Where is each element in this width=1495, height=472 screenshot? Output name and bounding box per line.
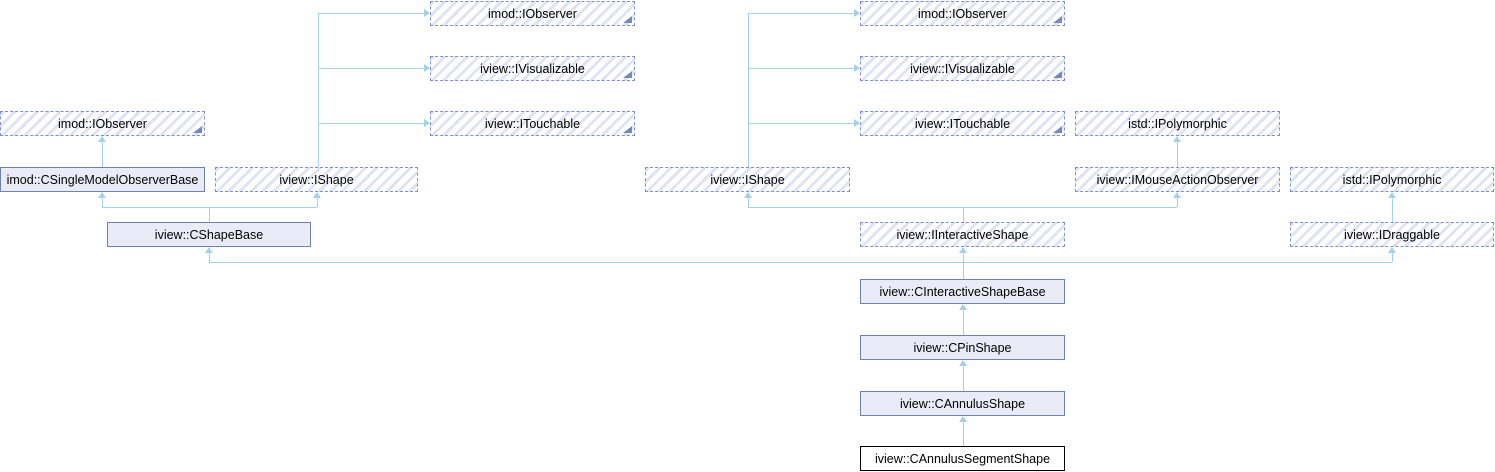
class-box-iview-ishape-a[interactable]: iview::IShape — [215, 167, 418, 192]
arrowhead-icon — [854, 119, 860, 127]
edge-cshapebase-to-csinglemodel — [102, 198, 103, 207]
class-label: iview::CPinShape — [913, 340, 1012, 355]
truncation-corner-icon — [193, 126, 202, 133]
edge-ishape-a-to-observer-a — [318, 13, 424, 14]
arrowhead-icon — [98, 136, 106, 142]
class-label: imod::IObserver — [918, 6, 1007, 21]
truncation-corner-icon — [1053, 71, 1062, 78]
arrowhead-icon — [1173, 192, 1181, 198]
edge-csinglemodel-to-observer-left — [102, 142, 103, 167]
class-box-imod-csinglemodelobserverbase[interactable]: imod::CSingleModelObserverBase — [0, 167, 205, 192]
truncation-corner-icon — [1053, 126, 1062, 133]
class-box-imod-iobserver-a[interactable]: imod::IObserver — [430, 1, 635, 26]
arrowhead-icon — [959, 304, 967, 310]
class-label: iview::IMouseActionObserver — [1096, 172, 1259, 187]
arrowhead-icon — [205, 247, 213, 253]
edge-ishape-b-to-touchable-b — [748, 123, 854, 124]
arrowhead-icon — [959, 360, 967, 366]
arrowhead-icon — [424, 119, 430, 127]
arrowhead-icon — [313, 192, 321, 198]
arrowhead-icon — [959, 416, 967, 422]
arrowhead-icon — [98, 192, 106, 198]
class-box-iview-imouseactionobserver[interactable]: iview::IMouseActionObserver — [1075, 167, 1280, 192]
class-box-iview-itouchable-b[interactable]: iview::ITouchable — [860, 111, 1065, 136]
class-label: iview::IInteractiveShape — [896, 227, 1029, 242]
edge-ishape-b-to-observer-b — [748, 13, 854, 14]
edge-cinteractiveshapebase-to-cshapebase — [209, 253, 210, 262]
edge-cinteractiveshapebase-to-idraggable — [1392, 253, 1393, 262]
class-label: iview::CAnnulusShape — [899, 396, 1026, 411]
edge-cpinshape-to-cinteractiveshapebase — [963, 310, 964, 335]
arrowhead-icon — [1388, 192, 1396, 198]
edge-cannulussegment-to-cannulusshape — [963, 422, 964, 446]
class-box-iview-ivisualizable-a[interactable]: iview::IVisualizable — [430, 56, 635, 81]
edge-cshapebase-to-ishape-a — [317, 198, 318, 207]
truncation-corner-icon — [623, 16, 632, 23]
class-box-imod-iobserver-left[interactable]: imod::IObserver — [0, 111, 205, 136]
edge-iinteractiveshape-branch — [748, 207, 1177, 208]
truncation-corner-icon — [623, 71, 632, 78]
arrowhead-icon — [854, 9, 860, 17]
class-box-istd-ipolymorphic-a[interactable]: istd::IPolymorphic — [1075, 111, 1280, 136]
edge-iinteractiveshape-to-ishape-b — [748, 198, 749, 207]
class-box-iview-idraggable[interactable]: iview::IDraggable — [1290, 222, 1494, 247]
class-label: iview::CInteractiveShapeBase — [879, 284, 1046, 299]
edge-iinteractiveshape-to-imouseaction — [1177, 198, 1178, 207]
arrowhead-icon — [424, 64, 430, 72]
class-box-iview-itouchable-a[interactable]: iview::ITouchable — [430, 111, 635, 136]
edge-ishape-a-to-visualizable-a — [318, 68, 424, 69]
truncation-corner-icon — [1053, 16, 1062, 23]
arrowhead-icon — [959, 247, 967, 253]
edge-cshapebase-branch — [102, 207, 317, 208]
class-box-iview-cannulusshape[interactable]: iview::CAnnulusShape — [860, 391, 1065, 416]
class-label: imod::IObserver — [488, 6, 577, 21]
class-label: iview::IVisualizable — [480, 61, 585, 76]
arrowhead-icon — [1173, 136, 1181, 142]
class-box-imod-iobserver-b[interactable]: imod::IObserver — [860, 1, 1065, 26]
edge-cinteractiveshapebase-to-iinteractiveshape — [963, 253, 964, 262]
class-label: iview::IShape — [279, 172, 354, 187]
class-label: istd::IPolymorphic — [1128, 116, 1227, 131]
arrowhead-icon — [854, 64, 860, 72]
class-box-iview-cshapebase[interactable]: iview::CShapeBase — [107, 222, 311, 247]
class-box-iview-iinteractiveshape[interactable]: iview::IInteractiveShape — [860, 222, 1065, 247]
edge-idraggable-to-polymorphic-b — [1392, 198, 1393, 222]
class-label: iview::IDraggable — [1344, 227, 1440, 242]
arrowhead-icon — [1388, 247, 1396, 253]
edge-ishape-a-trunk — [318, 13, 319, 167]
edge-cinteractiveshapebase-branch — [209, 262, 1392, 263]
edge-cannulusshape-to-cpinshape — [963, 366, 964, 391]
class-box-iview-ivisualizable-b[interactable]: iview::IVisualizable — [860, 56, 1065, 81]
class-label: istd::IPolymorphic — [1342, 172, 1442, 187]
class-label: iview::CAnnulusSegmentShape — [874, 451, 1051, 466]
class-box-iview-cinteractiveshapebase[interactable]: iview::CInteractiveShapeBase — [860, 279, 1065, 304]
edge-cinteractiveshapebase-trunk — [963, 262, 964, 279]
class-label: imod::IObserver — [58, 116, 147, 131]
arrowhead-icon — [744, 192, 752, 198]
class-label: iview::IVisualizable — [910, 61, 1015, 76]
arrowhead-icon — [424, 9, 430, 17]
class-box-iview-ishape-b[interactable]: iview::IShape — [645, 167, 850, 192]
class-label: imod::CSingleModelObserverBase — [6, 172, 199, 187]
edge-ishape-a-to-touchable-a — [318, 123, 424, 124]
class-label: iview::CShapeBase — [154, 227, 264, 242]
class-label: iview::ITouchable — [914, 116, 1011, 131]
class-label: iview::ITouchable — [484, 116, 581, 131]
truncation-corner-icon — [623, 126, 632, 133]
edge-ishape-b-trunk — [748, 13, 749, 167]
class-label: iview::IShape — [710, 172, 785, 187]
edge-iinteractiveshape-trunk — [963, 207, 964, 222]
edge-ishape-b-to-visualizable-b — [748, 68, 854, 69]
edge-imouseaction-to-polymorphic-a — [1177, 142, 1178, 167]
class-box-iview-cpinshape[interactable]: iview::CPinShape — [860, 335, 1065, 360]
class-box-istd-ipolymorphic-b[interactable]: istd::IPolymorphic — [1290, 167, 1494, 192]
edge-cshapebase-trunk — [209, 207, 210, 222]
class-box-iview-cannulussegmentshape: iview::CAnnulusSegmentShape — [860, 446, 1065, 471]
